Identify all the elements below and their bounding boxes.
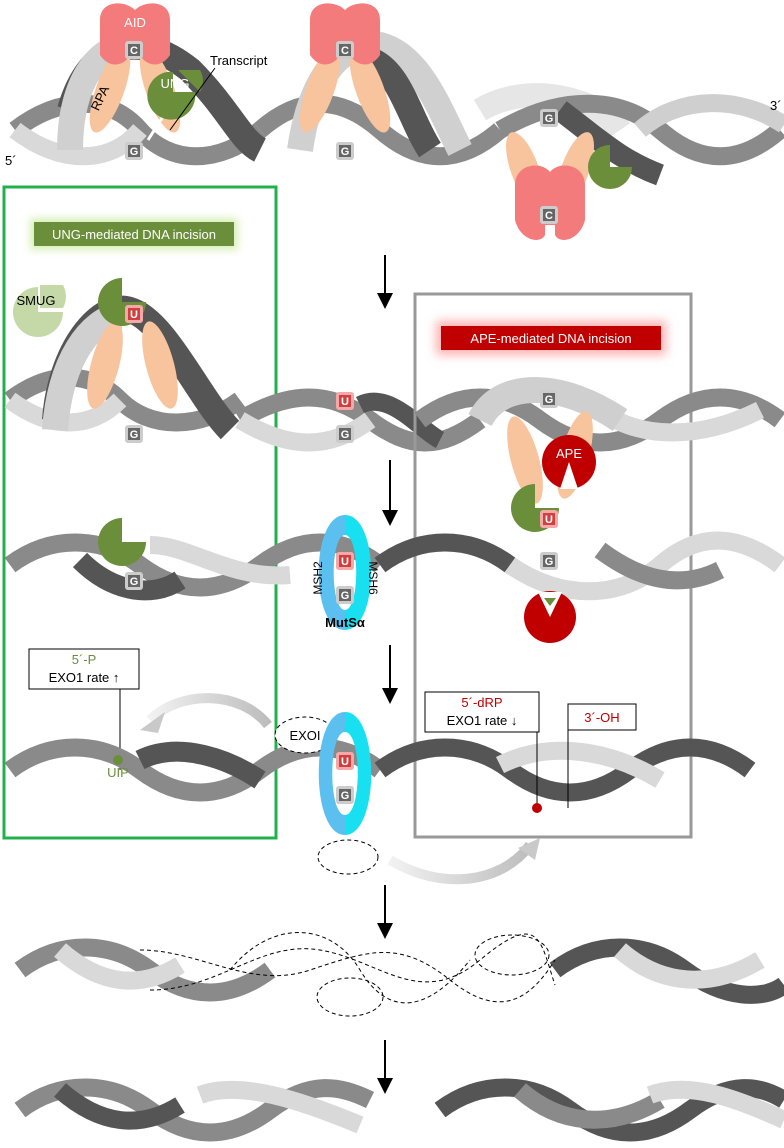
base-g-1: G (125, 142, 143, 160)
ape-enzyme-2 (524, 591, 576, 643)
curved-arrow-left (140, 693, 272, 733)
dna-row-2-middle (235, 388, 486, 452)
base-u-5: U (336, 752, 354, 770)
exo-label: EXOI (289, 728, 320, 743)
ung-enzyme-5 (98, 518, 146, 566)
base-g-5: G (336, 425, 354, 443)
aid-label: AID (124, 15, 146, 30)
dna-row-3 (4, 531, 784, 601)
callout-right-line2: EXO1 rate ↓ (447, 713, 518, 728)
aid-complex-2 (299, 3, 391, 133)
svg-text:C: C (341, 45, 349, 57)
oh-label: 3´-OH (584, 710, 619, 725)
exo-enzyme-2 (317, 839, 379, 875)
base-c-1: C (125, 41, 143, 59)
base-g-6: G (540, 390, 558, 408)
exo-enzyme-1: EXOI (274, 716, 336, 754)
svg-text:G: G (341, 429, 350, 441)
base-u-1: U (125, 305, 143, 323)
callout-left-line2: EXO1 rate ↑ (49, 670, 120, 685)
base-g-2: G (336, 142, 354, 160)
dna-row-5 (14, 932, 784, 1017)
svg-text:G: G (341, 790, 350, 802)
mutsa-label: MutSα (325, 615, 365, 630)
mutsa-complex: MSH2 MSH6 MutSα (311, 515, 380, 630)
svg-text:G: G (545, 394, 554, 406)
base-g-7: G (125, 572, 143, 590)
three-prime-label: 3´ (770, 98, 782, 113)
ung-label: UNG (161, 76, 190, 91)
svg-text:G: G (130, 146, 139, 158)
svg-text:G: G (130, 429, 139, 441)
svg-text:G: G (341, 146, 350, 158)
svg-text:U: U (130, 309, 138, 321)
base-u-2: U (336, 392, 354, 410)
svg-text:C: C (130, 45, 138, 57)
base-g-10: G (336, 786, 354, 804)
mutsa-complex-2 (318, 712, 372, 835)
base-g-3: G (540, 109, 558, 127)
svg-text:U: U (341, 556, 349, 568)
curved-arrow-right (387, 838, 540, 885)
base-c-3: C (540, 206, 558, 224)
smug-label: SMUG (17, 293, 56, 308)
ung-pathway-box (2, 185, 278, 840)
svg-text:U: U (341, 756, 349, 768)
base-u-4: U (336, 552, 354, 570)
svg-text:G: G (545, 556, 554, 568)
ung-title: UNG-mediated DNA incision (52, 227, 216, 242)
transcript-label: Transcript (210, 53, 268, 68)
msh6-label: MSH6 (366, 561, 380, 595)
svg-text:U: U (341, 396, 349, 408)
callout-left: 5´-P EXO1 rate ↑ (28, 648, 140, 770)
base-g-4: G (125, 425, 143, 443)
msh2-label: MSH2 (311, 561, 325, 595)
ung-enzyme-2 (588, 145, 632, 189)
flow-arrows (377, 255, 398, 1094)
svg-text:U: U (545, 514, 553, 526)
callout-right-line1: 5´-dRP (461, 695, 502, 710)
ape-label: APE (556, 446, 582, 461)
ape-title: APE-mediated DNA incision (470, 331, 631, 346)
svg-text:G: G (341, 590, 350, 602)
ung-title-box: UNG-mediated DNA incision (30, 218, 238, 250)
five-prime-label: 5´ (5, 153, 17, 168)
base-g-8: G (336, 586, 354, 604)
base-c-2: C (336, 41, 354, 59)
dna-row-2-right (414, 377, 784, 504)
smug-enzyme: SMUG (13, 285, 66, 337)
ape-pathway-box (413, 292, 693, 839)
callout-right: 5´-dRP EXO1 rate ↓ (424, 691, 542, 813)
callout-left-line1: 5´-P (72, 652, 97, 667)
aid-complex-3 (506, 132, 594, 240)
svg-text:G: G (545, 113, 554, 125)
base-u-3: U (540, 510, 558, 528)
uip-marker: UIP (107, 755, 129, 780)
ape-title-box: APE-mediated DNA incision (436, 321, 666, 355)
ung-enzyme-1: UNG (147, 70, 203, 120)
svg-text:G: G (130, 576, 139, 588)
callout-oh: 3´-OH (567, 703, 637, 808)
base-g-9: G (540, 552, 558, 570)
uip-label: UIP (107, 765, 129, 780)
dna-row-6 (14, 1078, 784, 1142)
ape-enzyme-1: APE (542, 435, 596, 489)
svg-text:C: C (545, 210, 553, 222)
